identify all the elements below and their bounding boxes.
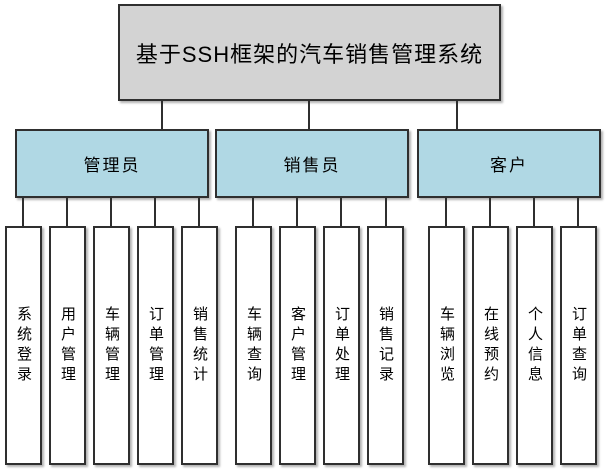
leaf-label: 车辆浏览 — [438, 305, 455, 386]
leaf-node-order-management: 订单管理 — [137, 226, 174, 465]
leaf-node-sales-records: 销售记录 — [367, 226, 404, 465]
leaf-label: 个人信息 — [526, 305, 543, 386]
leaf-label: 用户管理 — [59, 305, 76, 386]
leaf-node-sales-statistics: 销售统计 — [181, 226, 218, 465]
leaf-label: 车辆管理 — [103, 305, 120, 386]
connector-admin-2 — [66, 198, 68, 227]
connector-customer-1 — [445, 198, 447, 227]
leaf-label: 订单管理 — [147, 305, 164, 386]
leaf-label: 车辆查询 — [245, 305, 262, 386]
leaf-node-system-login: 系统登录 — [5, 226, 42, 465]
leaf-node-customer-management: 客户管理 — [279, 226, 316, 465]
connector-sales-1 — [252, 198, 254, 227]
role-label: 客户 — [490, 156, 528, 175]
connector-sales-3 — [340, 198, 342, 227]
connector-root-sales — [308, 101, 310, 130]
leaf-node-personal-info: 个人信息 — [516, 226, 553, 465]
connector-customer-3 — [533, 198, 535, 227]
role-node-customer: 客户 — [417, 129, 601, 198]
connector-customer-4 — [577, 198, 579, 227]
connector-admin-3 — [110, 198, 112, 227]
connector-sales-2 — [296, 198, 298, 227]
role-node-sales: 销售员 — [215, 129, 409, 198]
leaf-node-vehicle-browse: 车辆浏览 — [428, 226, 465, 465]
leaf-label: 订单查询 — [570, 305, 587, 386]
connector-admin-4 — [154, 198, 156, 227]
leaf-label: 客户管理 — [289, 305, 306, 386]
leaf-node-vehicle-query: 车辆查询 — [235, 226, 272, 465]
connector-root-customer — [456, 101, 458, 130]
connector-customer-2 — [489, 198, 491, 227]
leaf-node-order-query: 订单查询 — [560, 226, 597, 465]
role-label: 销售员 — [283, 156, 341, 175]
connector-admin-5 — [198, 198, 200, 227]
connector-admin-1 — [22, 198, 24, 227]
leaf-node-vehicle-management: 车辆管理 — [93, 226, 130, 465]
role-node-admin: 管理员 — [15, 129, 209, 198]
leaf-node-order-processing: 订单处理 — [323, 226, 360, 465]
leaf-label: 销售统计 — [191, 305, 208, 386]
connector-sales-4 — [385, 198, 387, 227]
root-title: 基于SSH框架的汽车销售管理系统 — [135, 41, 484, 67]
leaf-label: 系统登录 — [15, 305, 32, 386]
root-node: 基于SSH框架的汽车销售管理系统 — [118, 4, 501, 101]
leaf-label: 在线预约 — [482, 305, 499, 386]
role-label: 管理员 — [83, 156, 141, 175]
connector-root-admin — [161, 101, 163, 130]
leaf-label: 订单处理 — [333, 305, 350, 386]
leaf-label: 销售记录 — [377, 305, 394, 386]
leaf-node-online-booking: 在线预约 — [472, 226, 509, 465]
leaf-node-user-management: 用户管理 — [49, 226, 86, 465]
